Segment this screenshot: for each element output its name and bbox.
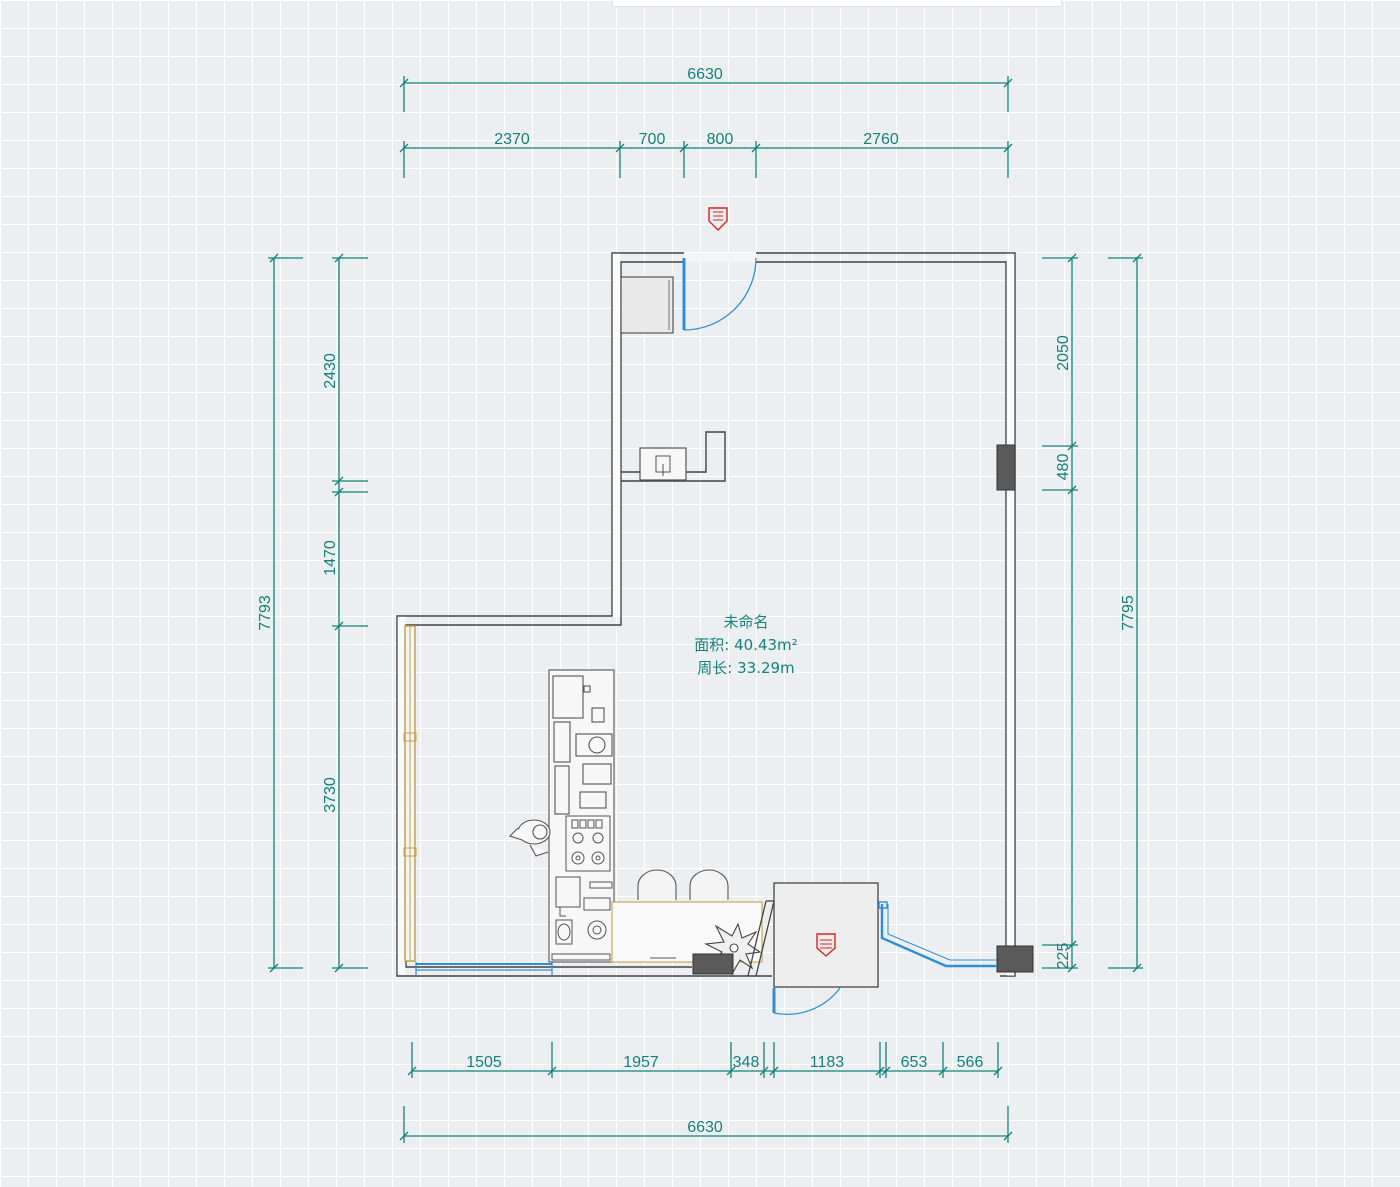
wall-fill [397, 253, 1015, 976]
dim-bottom-seg-2: 1957 [623, 1054, 659, 1071]
dim-top-seg-2: 700 [639, 131, 666, 148]
dim-top-total: 6630 [687, 66, 723, 83]
left-dimensions [268, 253, 368, 973]
entrance-arrow-icon [816, 933, 836, 957]
dim-left-total: 7793 [257, 595, 274, 631]
dim-bottom-seg-1: 1505 [466, 1054, 502, 1071]
column [996, 444, 1016, 491]
dim-right-total: 7795 [1120, 595, 1137, 631]
dim-left-seg-3: 3730 [322, 777, 339, 813]
entry-door-top[interactable] [682, 253, 757, 331]
dining-chair[interactable] [637, 869, 729, 900]
dim-bottom-total: 6630 [687, 1119, 723, 1136]
right-dimensions [1042, 253, 1143, 973]
person-figure [508, 819, 551, 857]
top-dimensions [399, 76, 1013, 178]
window-bay-right[interactable] [878, 901, 997, 968]
room-name: 未命名 [723, 613, 768, 631]
dim-top-seg-4: 2760 [863, 131, 899, 148]
dim-top-seg-1: 2370 [494, 131, 530, 148]
walls[interactable] [396, 252, 1016, 977]
room-perimeter: 周长: 33.29m [697, 659, 794, 677]
column [996, 945, 1034, 973]
bottom-dimensions [399, 1042, 1013, 1143]
kitchen-sink[interactable] [551, 876, 613, 961]
stove[interactable] [565, 815, 611, 872]
dim-right-seg-3: 225 [1055, 943, 1072, 970]
dim-bottom-seg-5: 653 [901, 1054, 928, 1071]
washbasin[interactable] [639, 447, 687, 481]
room-area: 面积: 40.43m² [694, 636, 797, 654]
dim-right-seg-1: 2050 [1055, 335, 1072, 371]
entrance-vestibule[interactable] [747, 882, 879, 988]
window-left-wood[interactable] [403, 625, 417, 962]
dim-right-seg-2: 480 [1055, 454, 1072, 481]
dim-left-seg-2: 1470 [322, 540, 339, 576]
toolbar-strip [612, 0, 1062, 7]
entrance-arrow-icon [708, 207, 728, 231]
dim-bottom-seg-6: 566 [957, 1054, 984, 1071]
storage-cabinet[interactable] [620, 276, 674, 334]
dim-left-seg-1: 2430 [322, 353, 339, 389]
column [692, 953, 734, 975]
dim-top-seg-3: 800 [707, 131, 734, 148]
window-bottom-left[interactable] [415, 962, 553, 976]
dim-bottom-seg-4: 1183 [810, 1054, 845, 1071]
entry-door-bottom[interactable] [772, 987, 841, 1015]
dim-bottom-seg-3: 348 [733, 1054, 760, 1071]
plant-icon [704, 922, 762, 976]
